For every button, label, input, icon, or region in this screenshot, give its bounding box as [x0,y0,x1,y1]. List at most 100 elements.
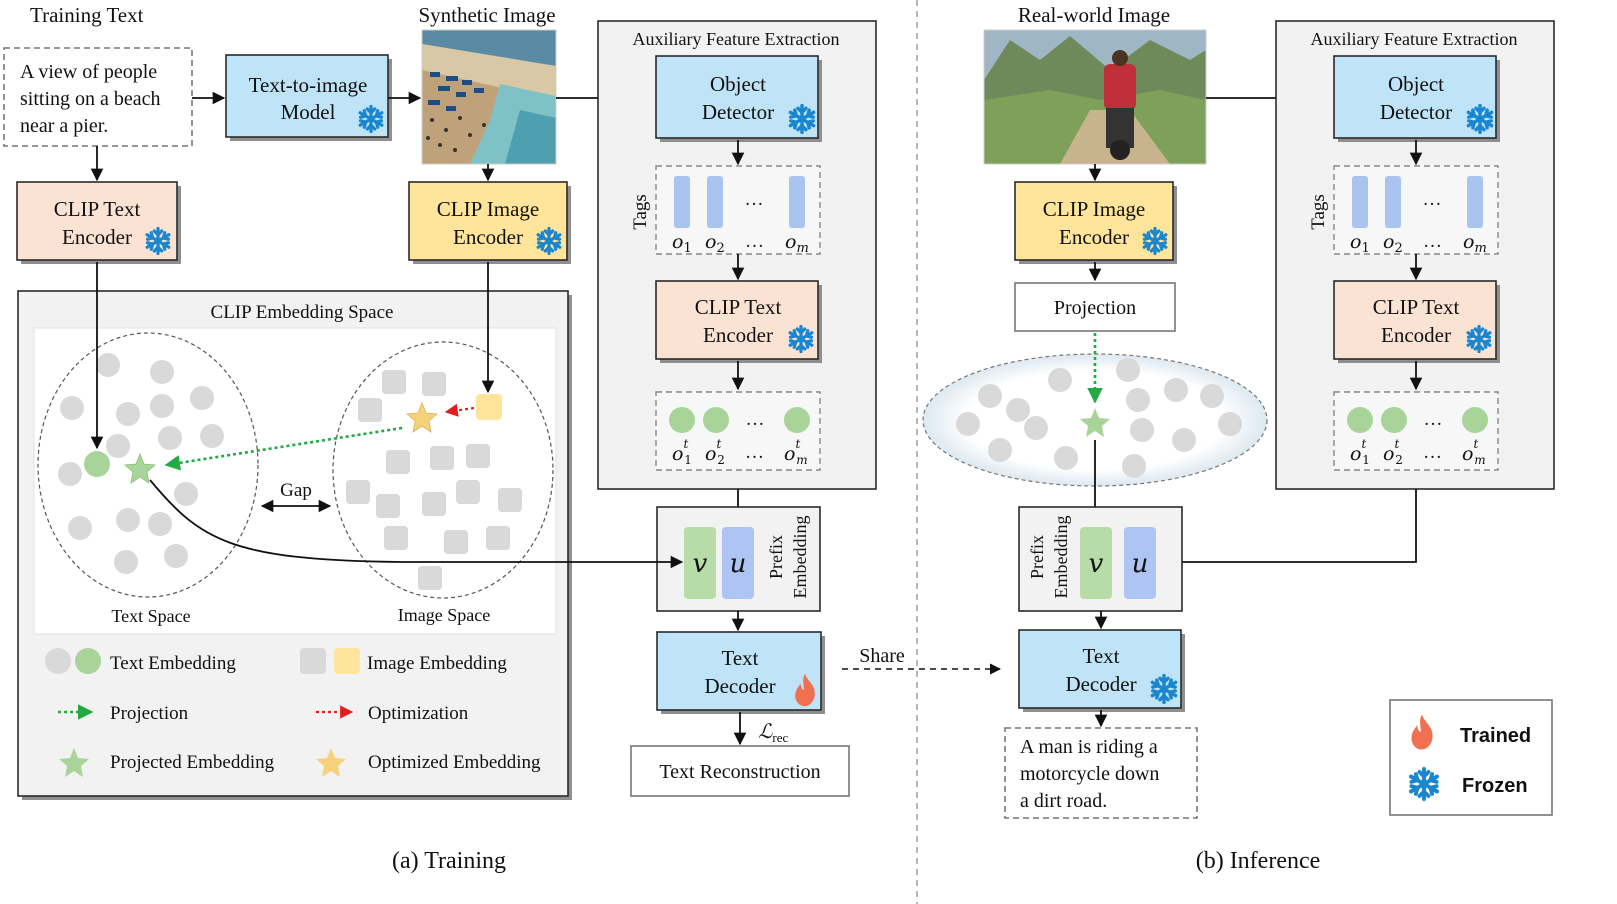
output-caption-line: a dirt road. [1020,790,1107,812]
clip-image-encoder-label: Encoder [1059,225,1129,249]
real-world-image-label: Real-world Image [1018,3,1170,27]
key-box: Trained Frozen [1389,699,1553,816]
training-text-line: near a pier. [20,115,108,137]
image-space-ellipse [332,341,554,599]
text-decoder-label: Text [1082,644,1119,668]
clip-image-encoder: CLIP Image Encoder [408,181,571,264]
aux-title: Auxiliary Feature Extraction [633,29,840,49]
training-text-line: sitting on a beach [20,88,161,110]
object-detector-label: Detector [1380,100,1452,124]
text-embedding-dots [58,353,224,574]
output-caption-box: A man is riding a motorcycle down a dirt… [1004,727,1198,819]
prefix-label: Prefix [1027,535,1047,579]
synthetic-image [421,29,557,165]
emb-ellipsis: … [1424,409,1443,430]
loss-label: ℒrec [758,719,789,745]
tag-label-ellipsis: … [1423,231,1442,252]
aux-clip-text-encoder-label: CLIP Text [695,295,782,319]
prefix-label: Embedding [790,516,810,599]
prefix-u: u [730,549,747,579]
key-frozen: Frozen [1462,775,1528,797]
prefix-label: Prefix [766,535,786,579]
legend-optimized-embedding: Optimized Embedding [368,752,541,773]
text-decoder-training: Text Decoder [656,631,825,714]
legend-projection: Projection [110,703,189,724]
synthetic-image-label: Synthetic Image [418,3,555,27]
aux-clip-text-encoder-label: Encoder [1381,323,1451,347]
optimized-embedding-star [406,401,438,433]
prefix-label: Embedding [1051,516,1071,599]
tags-label: Tags [630,194,651,230]
inference-caption: (b) Inference [1196,848,1321,874]
clip-image-encoder-label: Encoder [453,225,523,249]
tag-label-ellipsis: … [745,231,764,252]
tag-embedding-dots [1347,407,1488,433]
text-decoder-label: Text [721,646,758,670]
inference-text-space [922,353,1268,487]
text-space-label: Text Space [111,606,190,626]
aux-clip-text-encoder-label: Encoder [703,323,773,347]
prefix-embedding-inference: Prefix Embedding v u [1018,506,1183,612]
prefix-v: v [693,549,708,579]
emb-label-ellipsis: … [745,442,764,463]
legend-optimization: Optimization [368,703,469,724]
clip-image-encoder-label: CLIP Image [1043,197,1145,221]
text-reconstruction-label: Text Reconstruction [659,761,820,783]
prefix-embedding-training: v u Prefix Embedding [656,506,821,612]
tags-ellipsis: … [745,189,764,210]
clip-text-encoder-label: Encoder [62,225,132,249]
clip-embedding-space-panel: CLIP Embedding Space [17,262,572,800]
prefix-u: u [1132,549,1149,579]
emb-ellipsis: … [746,409,765,430]
aux-feature-panel-inference: Auxiliary Feature Extraction Object Dete… [1275,20,1555,490]
training-caption: (a) Training [392,848,506,874]
text-space-ellipse [37,332,259,598]
tag-embedding-dots [669,407,810,433]
clip-text-encoder: CLIP Text Encoder [16,181,181,264]
object-detector-label: Object [1388,72,1444,96]
aux-feature-panel-training: Auxiliary Feature Extraction Object Dete… [597,20,877,490]
text-reconstruction-box: Text Reconstruction [630,745,850,797]
text-decoder-label: Decoder [704,674,775,698]
emb-label-ellipsis: … [1423,442,1442,463]
embedding-space-title: CLIP Embedding Space [211,302,394,323]
projected-embedding-star [124,452,156,484]
output-caption-line: A man is riding a [1020,736,1158,758]
object-detector-label: Detector [702,100,774,124]
tags-label: Tags [1308,194,1329,230]
text-decoder-label: Decoder [1065,672,1136,696]
aux-title: Auxiliary Feature Extraction [1311,29,1518,49]
projection-label: Projection [1054,297,1136,319]
real-world-image [983,29,1207,165]
training-text-box: A view of people sitting on a beach near… [3,47,193,147]
training-text-label: Training Text [30,3,144,27]
t2i-label: Model [281,100,336,124]
legend-image-embedding: Image Embedding [367,653,507,674]
training-text-line: A view of people [20,61,157,83]
clip-image-encoder-label: CLIP Image [437,197,539,221]
projection-box: Projection [1014,282,1176,332]
tags-ellipsis: … [1423,189,1442,210]
image-embedding-yellow [476,394,502,420]
gap-label: Gap [280,480,312,501]
tag-bars [1352,176,1483,228]
aux-clip-text-encoder-label: CLIP Text [1373,295,1460,319]
output-caption-line: motorcycle down [1020,763,1159,785]
image-space-label: Image Space [398,605,490,625]
share-label: Share [859,645,905,667]
object-detector-label: Object [710,72,766,96]
key-trained: Trained [1460,725,1531,747]
legend-text-embedding: Text Embedding [110,653,236,674]
image-embedding-squares [346,370,522,590]
text-decoder-inference: Text Decoder [1018,629,1185,712]
text-to-image-model: Text-to-image Model [225,54,392,141]
clip-text-encoder-label: CLIP Text [54,197,141,221]
clip-image-encoder-inference: CLIP Image Encoder [1014,181,1177,264]
legend-projected-embedding: Projected Embedding [110,752,275,773]
prefix-v: v [1089,549,1104,579]
t2i-label: Text-to-image [249,73,368,97]
